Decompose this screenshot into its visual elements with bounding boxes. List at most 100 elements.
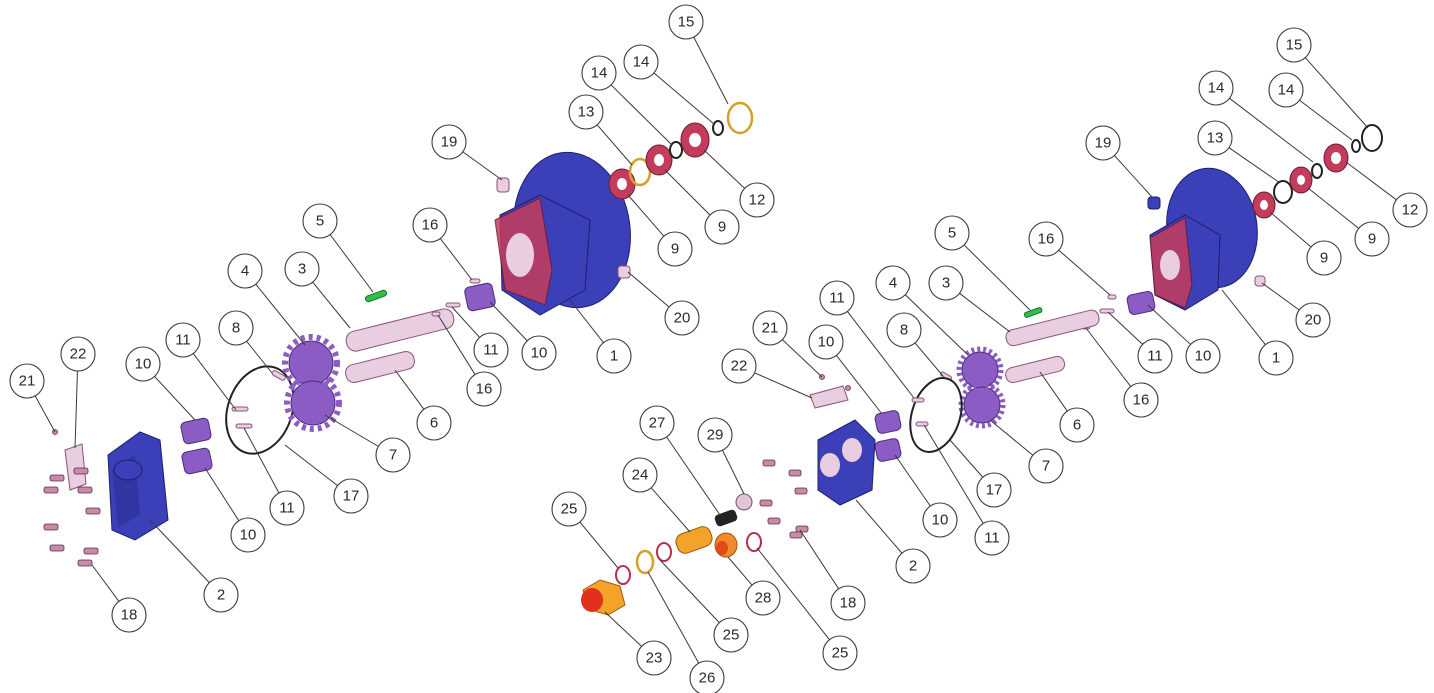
balloon-circle xyxy=(1185,338,1221,374)
leader-line-l10a xyxy=(154,376,196,421)
balloon-circle xyxy=(1268,72,1304,108)
balloon-l4: 4 xyxy=(227,253,263,289)
ring-14-right-b xyxy=(1351,139,1361,153)
balloon-l6: 6 xyxy=(416,405,452,441)
balloon-l17: 17 xyxy=(333,478,369,514)
balloon-r11b: 11 xyxy=(1137,338,1173,374)
shaft-3-right xyxy=(1005,309,1100,347)
balloon-number: 14 xyxy=(591,65,608,82)
balloon-circle xyxy=(875,265,911,301)
balloon-circle xyxy=(1354,221,1390,257)
balloon-r8: 8 xyxy=(886,312,922,348)
balloon-number: 16 xyxy=(1038,231,1055,248)
leader-line-r2 xyxy=(855,499,903,554)
balloon-r16b: 16 xyxy=(1123,382,1159,418)
valve-body-24-right xyxy=(675,526,713,554)
balloon-circle xyxy=(302,203,338,239)
balloon-number: 9 xyxy=(718,219,726,236)
balloon-number: 15 xyxy=(678,14,695,31)
balloon-number: 1 xyxy=(1272,350,1280,367)
leader-line-r3 xyxy=(959,292,1011,333)
balloon-number: 6 xyxy=(1073,417,1081,434)
balloon-circle xyxy=(639,405,675,441)
leader-line-r20 xyxy=(1261,282,1300,311)
balloon-circle xyxy=(1085,125,1121,161)
leader-line-l21 xyxy=(34,395,56,433)
key-5-right xyxy=(1023,307,1043,318)
balloon-number: 12 xyxy=(1402,202,1419,219)
balloon-number: 5 xyxy=(316,213,324,230)
balloon-circle xyxy=(165,322,201,358)
leader-line-l1 xyxy=(569,299,604,343)
leader-line-l3 xyxy=(312,281,351,329)
balloon-circle xyxy=(704,209,740,245)
balloon-number: 25 xyxy=(723,627,740,644)
shafts-3-6-left xyxy=(345,308,455,384)
o-ring-17-left xyxy=(225,365,295,455)
leader-line-r10c xyxy=(894,454,931,507)
balloon-r26: 26 xyxy=(689,660,725,693)
balloon-circle xyxy=(125,346,161,382)
plug-20-left xyxy=(617,265,631,279)
plug-19-left xyxy=(496,177,510,193)
balloon-number: 6 xyxy=(430,415,438,432)
leader-line-l18 xyxy=(91,564,120,602)
ring-13-left xyxy=(628,157,652,187)
leader-line-l11b xyxy=(451,306,480,338)
balloon-r25c: 25 xyxy=(822,635,858,671)
balloon-number: 4 xyxy=(889,275,897,292)
balloon-circle xyxy=(375,437,411,473)
seal-26-right xyxy=(635,549,655,575)
balloon-r14b: 14 xyxy=(1268,72,1304,108)
leader-line-l10b xyxy=(489,301,528,342)
balloon-l21: 21 xyxy=(9,363,45,399)
leader-line-l7 xyxy=(324,414,379,447)
balloon-number: 25 xyxy=(561,501,578,518)
balloon-number: 10 xyxy=(932,512,949,529)
balloon-l3: 3 xyxy=(284,251,320,287)
balloon-number: 8 xyxy=(900,322,908,339)
balloon-circle xyxy=(1028,221,1064,257)
balloon-number: 10 xyxy=(818,334,835,351)
leader-line-r25a xyxy=(579,521,619,569)
balloon-number: 27 xyxy=(649,415,666,432)
balloon-l5: 5 xyxy=(302,203,338,239)
balloon-circle xyxy=(895,548,931,584)
balloon-number: 17 xyxy=(343,488,360,505)
balloon-number: 16 xyxy=(422,217,439,234)
balloon-number: 16 xyxy=(476,381,493,398)
washer-25-right-b xyxy=(656,542,672,562)
balloon-r10a: 10 xyxy=(1185,338,1221,374)
leader-line-r18 xyxy=(799,529,840,590)
balloon-circle xyxy=(664,300,700,336)
leader-line-l5 xyxy=(329,234,374,293)
balloon-circle xyxy=(416,405,452,441)
plug-19-right xyxy=(1147,196,1161,210)
leader-line-r27 xyxy=(666,436,721,516)
balloon-circle xyxy=(713,617,749,653)
balloon-circle xyxy=(668,4,704,40)
balloon-r21: 21 xyxy=(752,310,788,346)
balloon-number: 2 xyxy=(217,587,225,604)
balloon-circle xyxy=(1059,407,1095,443)
balloon-circle xyxy=(622,457,658,493)
balloon-r10c: 10 xyxy=(922,502,958,538)
balloon-circle xyxy=(473,332,509,368)
balloon-circle xyxy=(203,577,239,613)
leader-line-l4 xyxy=(255,283,306,346)
bushing-10-right-c xyxy=(874,438,902,462)
bolts-18-right xyxy=(759,459,809,539)
balloon-r28: 28 xyxy=(745,580,781,616)
balloon-r9b: 9 xyxy=(1306,240,1342,276)
balloon-r9a: 9 xyxy=(1354,221,1390,257)
leader-line-l12 xyxy=(703,149,745,189)
balloon-circle xyxy=(596,338,632,374)
leader-line-r13 xyxy=(1228,147,1281,184)
ring-14-right-a xyxy=(1311,163,1323,179)
balloon-r1: 1 xyxy=(1258,340,1294,376)
balloon-number: 11 xyxy=(483,342,499,359)
balloon-number: 22 xyxy=(70,346,87,363)
leader-line-l22 xyxy=(74,370,78,449)
main-housing-right xyxy=(1149,167,1258,311)
